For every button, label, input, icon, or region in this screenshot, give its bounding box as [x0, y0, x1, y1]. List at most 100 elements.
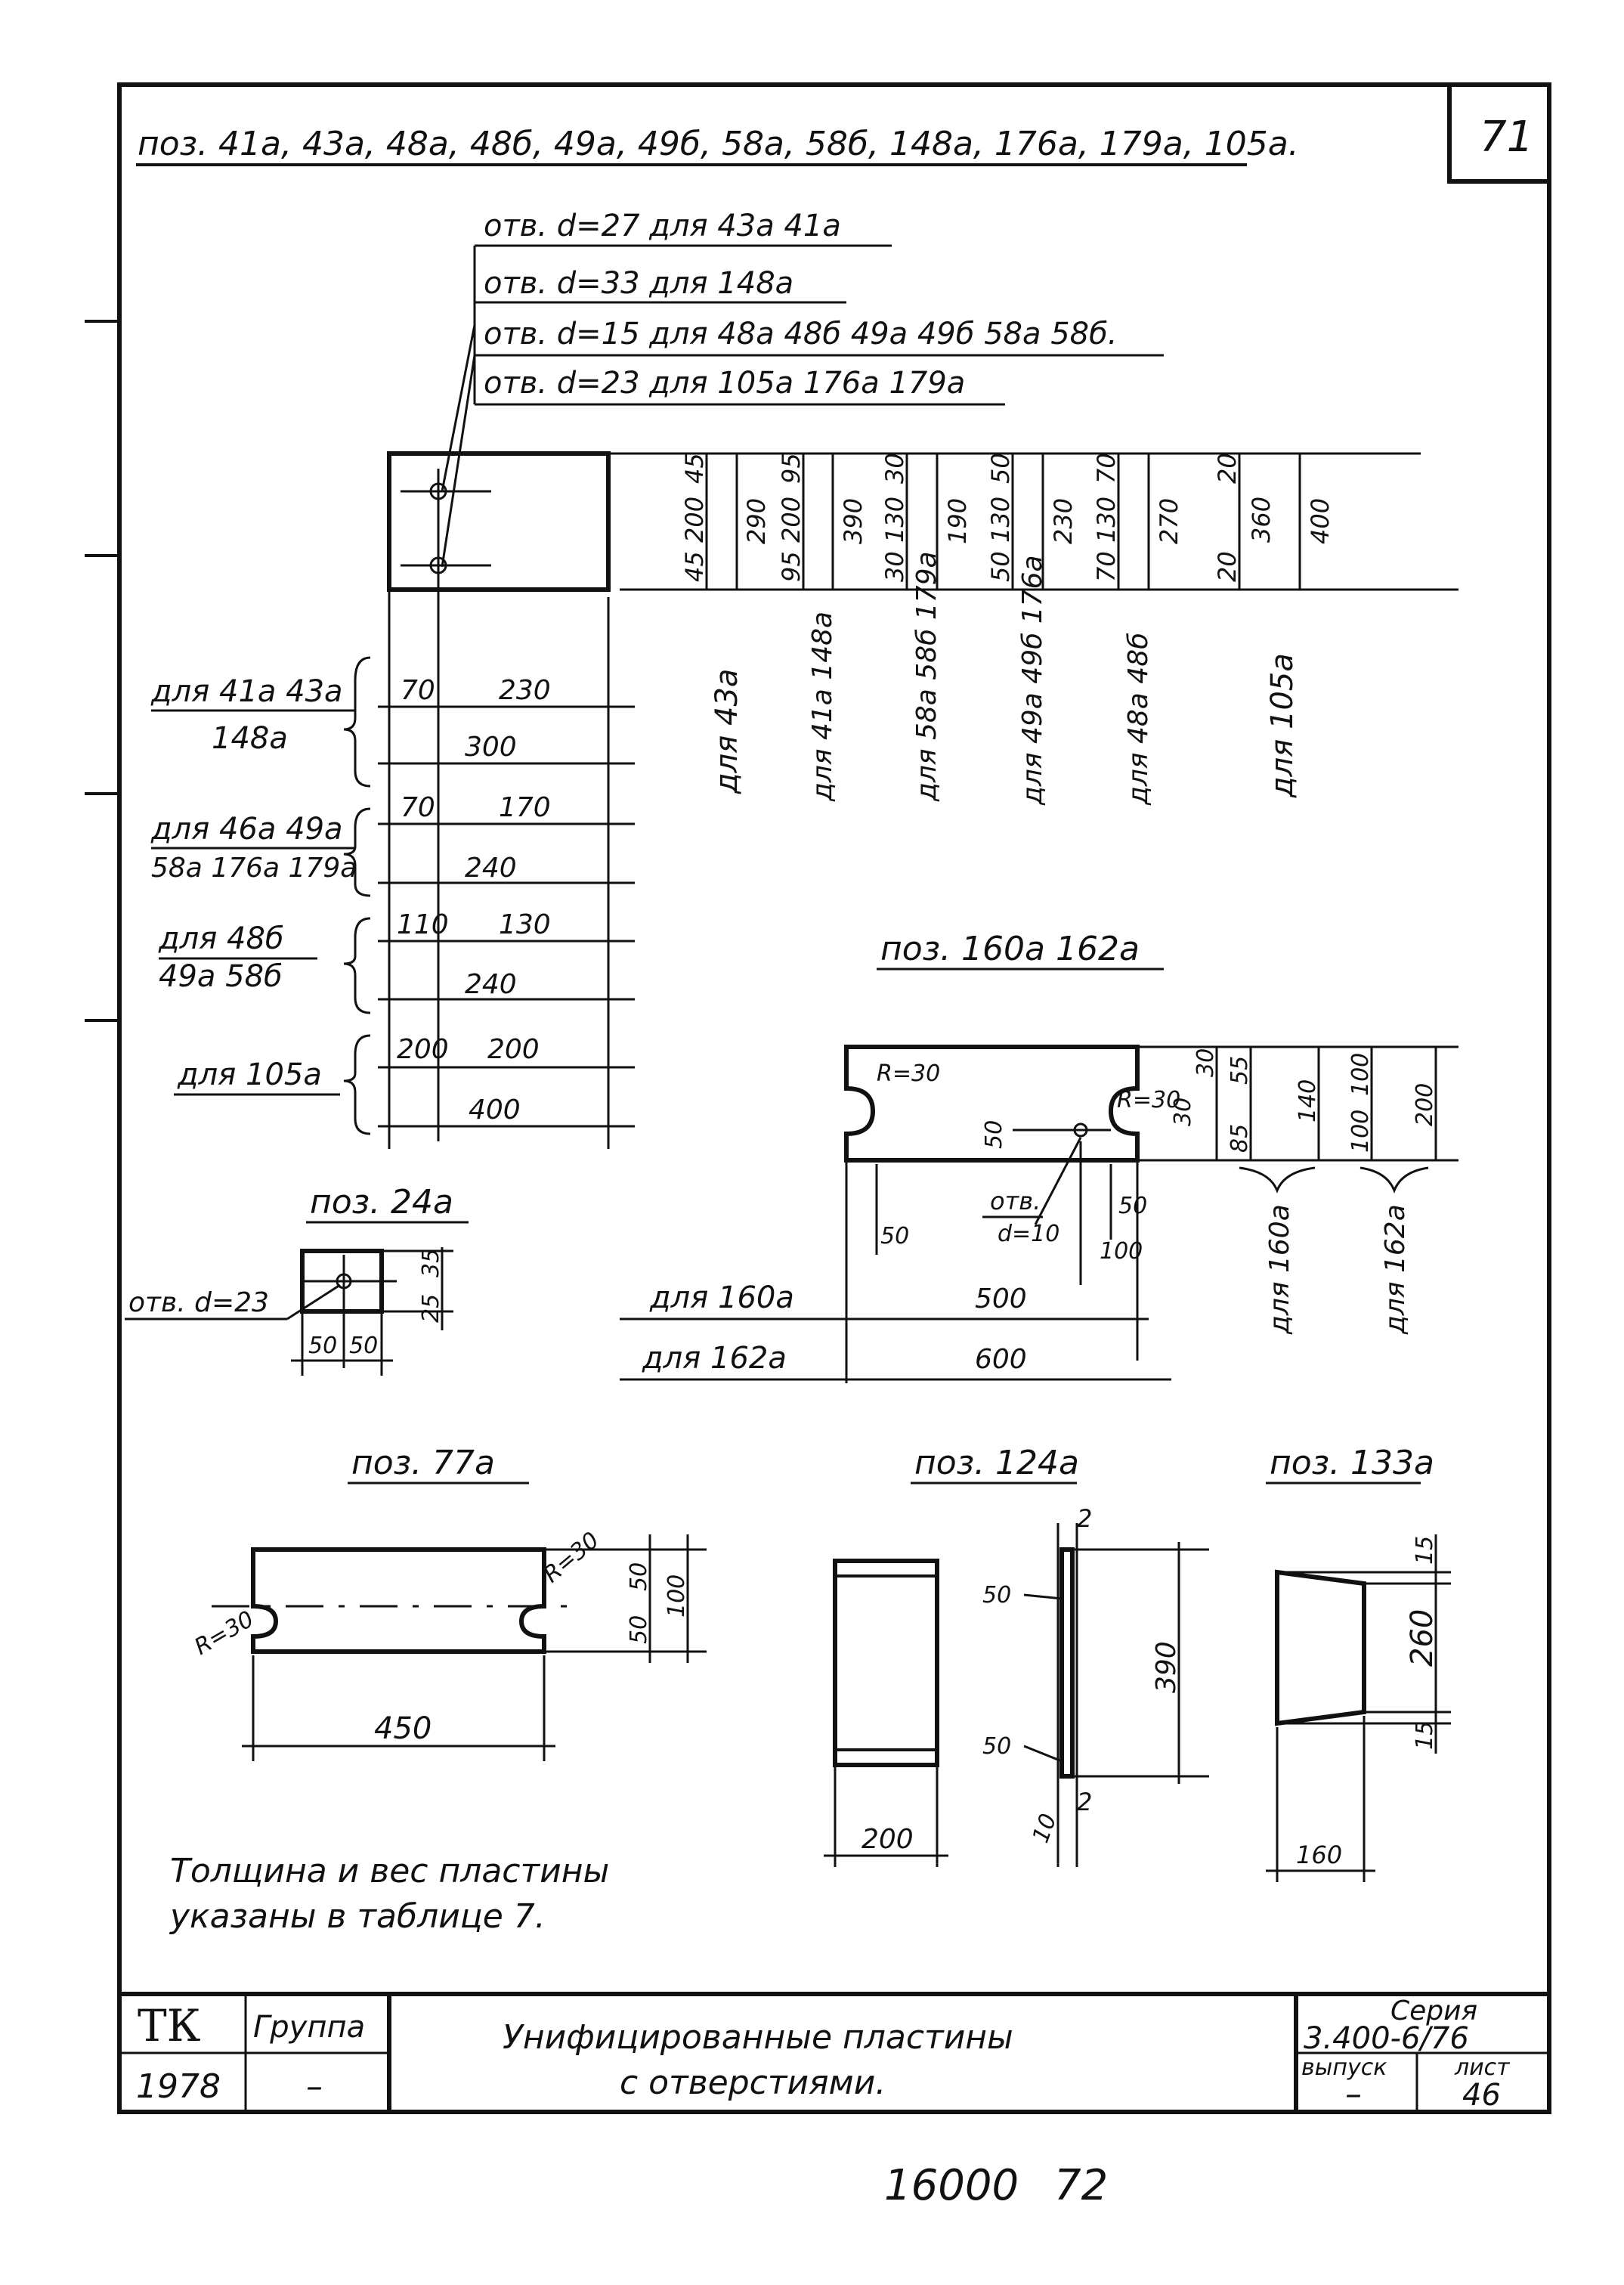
- svg-text:d=10: d=10: [998, 1221, 1059, 1247]
- svg-text:290: 290: [742, 498, 771, 544]
- vdim-label-6: для 105а: [1265, 653, 1300, 798]
- hdim-label-3a: для 48б: [158, 921, 284, 956]
- svg-text:35: 35: [418, 1249, 444, 1277]
- svg-text:50: 50: [1118, 1193, 1147, 1219]
- svg-text:R=30: R=30: [877, 1060, 940, 1087]
- vdim-label-3: для 58а 58б 179а: [911, 551, 942, 802]
- pos160-label-162: для 162а: [642, 1341, 787, 1376]
- hdim-label-2a: для 46а 49а: [150, 812, 343, 847]
- svg-text:230: 230: [1049, 498, 1078, 544]
- svg-text:2: 2: [1077, 1504, 1092, 1533]
- group-label: Группа: [253, 2010, 365, 2045]
- svg-text:130: 130: [1092, 497, 1121, 543]
- svg-text:400: 400: [1306, 498, 1335, 544]
- pos124-group: поз. 124а 200 2 2 50 50 390 10: [824, 1444, 1209, 1867]
- title-line-2: с отверстиями.: [620, 2064, 886, 2102]
- svg-text:85: 85: [1227, 1124, 1253, 1153]
- svg-text:200: 200: [397, 1034, 449, 1065]
- pos160-group: поз. 160а 162а R=30 R=30 50 отв. d=10 50…: [620, 930, 1459, 1383]
- svg-text:130: 130: [880, 497, 909, 543]
- svg-text:50: 50: [349, 1333, 378, 1359]
- pos24-hole-label: отв. d=23: [128, 1287, 269, 1318]
- svg-text:160: 160: [1296, 1841, 1342, 1869]
- svg-text:50: 50: [986, 453, 1015, 484]
- svg-text:200: 200: [487, 1034, 540, 1065]
- vdim-label-5: для 48а 48б: [1123, 633, 1154, 806]
- sheet-value: 46: [1462, 2078, 1501, 2113]
- hdim-label-3b: 49а 58б: [159, 959, 283, 994]
- svg-text:100: 100: [664, 1574, 690, 1618]
- svg-text:390: 390: [1151, 1641, 1182, 1693]
- svg-text:50: 50: [880, 1223, 909, 1249]
- pos133-title: поз. 133а: [1270, 1444, 1434, 1482]
- svg-text:270: 270: [1155, 498, 1183, 544]
- vdim-label-1: для 43а: [710, 669, 744, 794]
- svg-text:500: 500: [975, 1283, 1027, 1314]
- note-line-1: Толщина и вес пластины: [170, 1852, 609, 1890]
- hdim-label-1a: для 41а 43а: [150, 674, 343, 709]
- tk-label: ТК: [138, 2000, 201, 2051]
- svg-text:130: 130: [986, 497, 1015, 543]
- svg-text:360: 360: [1247, 497, 1276, 543]
- svg-text:30: 30: [880, 551, 909, 582]
- svg-text:200: 200: [680, 497, 709, 543]
- series-value: 3.400-6/76: [1304, 2021, 1469, 2056]
- pos160-vlabel-162: для 162а: [1380, 1204, 1411, 1335]
- hole-note-4: отв. d=23 для 105а 176а 179а: [484, 366, 965, 401]
- pos160-title: поз. 160а 162а: [880, 930, 1140, 968]
- positions-header: поз. 41а, 43а, 48а, 48б, 49а, 49б, 58а, …: [138, 125, 1299, 163]
- footer-code: 16000: [884, 2161, 1019, 2210]
- svg-text:50: 50: [626, 1615, 652, 1644]
- svg-text:50: 50: [308, 1333, 337, 1359]
- hole-note-2: отв. d=33 для 148а: [484, 266, 793, 301]
- vdim-col-1: 45 200 45 290 для 43а: [680, 453, 771, 794]
- svg-text:200: 200: [1412, 1083, 1438, 1126]
- svg-text:100: 100: [1347, 1110, 1374, 1153]
- svg-text:240: 240: [465, 969, 517, 1000]
- hole-note-3: отв. d=15 для 48а 48б 49а 49б 58а 58б.: [484, 317, 1118, 351]
- svg-text:50: 50: [982, 1582, 1011, 1608]
- svg-text:R=30: R=30: [190, 1606, 258, 1661]
- svg-text:50: 50: [986, 551, 1015, 582]
- vdim-col-4: 50 130 50 230 для 49а 49б 176а: [986, 453, 1078, 806]
- hdim-label-2b: 58а 176а 179а: [151, 853, 357, 884]
- svg-text:45: 45: [680, 453, 709, 484]
- svg-text:20: 20: [1213, 551, 1242, 582]
- svg-text:600: 600: [975, 1344, 1027, 1375]
- title-block: ТК Группа 1978 – Унифицированные пластин…: [119, 1992, 1549, 2113]
- pos160-label-160: для 160а: [649, 1280, 794, 1315]
- vertical-dims: 45 200 45 290 для 43а 95 200 95 390 для …: [680, 453, 1335, 806]
- footer-number: 72: [1054, 2161, 1108, 2210]
- vdim-col-3: 30 130 30 190 для 58а 58б 179а: [880, 453, 972, 802]
- series-label: Серия: [1390, 1996, 1477, 2026]
- page-number: 71: [1480, 113, 1533, 162]
- svg-text:30: 30: [1192, 1048, 1219, 1077]
- svg-text:230: 230: [499, 675, 551, 706]
- svg-text:200: 200: [777, 497, 806, 543]
- svg-text:400: 400: [469, 1095, 521, 1125]
- svg-text:70: 70: [401, 675, 435, 706]
- page-number-box: [1447, 85, 1549, 184]
- svg-text:20: 20: [1213, 453, 1242, 484]
- hole-notes: отв. d=27 для 43а 41а отв. d=33 для 148а…: [441, 209, 1164, 568]
- group-value: –: [306, 2067, 323, 2106]
- svg-text:R=30: R=30: [1117, 1087, 1180, 1113]
- vdim-col-2: 95 200 95 390 для 41а 148а: [777, 453, 868, 802]
- vdim-label-2: для 41а 148а: [807, 612, 838, 802]
- title-line-1: Унифицированные пластины: [503, 2018, 1013, 2057]
- svg-text:130: 130: [499, 909, 551, 940]
- hdim-label-4: для 105а: [177, 1057, 322, 1092]
- svg-text:390: 390: [839, 498, 868, 544]
- hdim-label-1b: 148а: [212, 721, 288, 756]
- svg-text:95: 95: [777, 453, 806, 484]
- pos133-group: поз. 133а 15 260 15 160: [1266, 1444, 1451, 1882]
- svg-text:95: 95: [777, 551, 806, 582]
- year-value: 1978: [136, 2067, 221, 2106]
- vdim-col-5: 70 130 70 270 для 48а 48б: [1092, 453, 1183, 806]
- svg-text:70: 70: [401, 792, 435, 823]
- svg-text:100: 100: [1100, 1238, 1143, 1265]
- pos160-vlabel-160: для 160а: [1264, 1204, 1295, 1335]
- svg-text:15: 15: [1412, 1536, 1438, 1565]
- sheet-label: лист: [1454, 2054, 1511, 2081]
